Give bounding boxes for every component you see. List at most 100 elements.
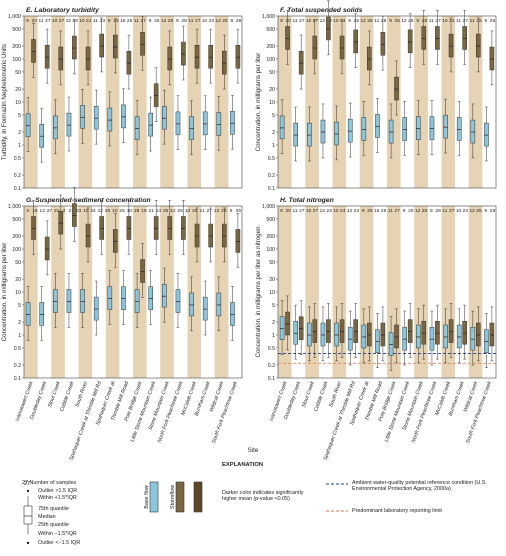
sample-count: 13: [320, 18, 326, 24]
site-band: [214, 16, 229, 188]
site-band: [160, 206, 174, 378]
site-label: South Fork Peachtree Creek: [211, 380, 239, 444]
stormflow-box: [475, 322, 481, 347]
baseflow-box: [25, 302, 31, 326]
stormflow-box: [181, 216, 186, 240]
y-tick-label: 0.1: [14, 376, 21, 382]
stormflow-box: [112, 34, 118, 59]
sample-count: 11: [388, 208, 393, 214]
sample-count: 25: [163, 208, 169, 214]
sample-count: 24: [340, 18, 346, 24]
sample-count: 23: [76, 208, 82, 214]
baseflow-box: [162, 283, 167, 308]
y-tick-label: 5: [18, 113, 21, 119]
stormflow-box: [194, 223, 200, 248]
legend-reference-note: Ambient water-quality potential referenc…: [352, 480, 487, 493]
stormflow-box: [153, 83, 159, 107]
baseflow-box: [375, 114, 380, 138]
baseflow-box: [80, 105, 85, 129]
legend-limit-note: Predominant laboratory reporting limit: [352, 508, 442, 514]
legend-darker-note: Darker color indicates significantly hig…: [222, 490, 304, 503]
y-tick-label: 10: [269, 290, 275, 296]
stormflow-box: [366, 46, 372, 71]
stormflow-box: [99, 216, 104, 240]
stormflow-box: [435, 320, 440, 345]
baseflow-box: [347, 118, 353, 143]
sample-count: 27: [299, 208, 305, 214]
sample-count: 10: [442, 18, 448, 24]
y-tick-label: 0.2: [268, 363, 275, 369]
stormflow-box: [421, 320, 427, 345]
stormflow-box: [380, 32, 386, 56]
sample-count: 25: [395, 18, 401, 24]
sample-count: 27: [59, 18, 65, 24]
stormflow-box: [194, 44, 200, 69]
sample-count: 24: [90, 208, 96, 214]
sample-count: 11: [429, 18, 434, 24]
sample-count: 27: [207, 208, 213, 214]
y-tick-label: 0.1: [268, 376, 275, 382]
x-axis-label: Site: [248, 447, 259, 454]
site-band: [441, 16, 456, 188]
legend-darker-swatch: [193, 481, 203, 513]
y-tick-label: 0.5: [14, 346, 21, 352]
sample-count: 10: [83, 208, 89, 214]
baseflow-box: [334, 322, 339, 347]
sample-count: 28: [236, 18, 242, 24]
stormflow-box: [366, 322, 372, 347]
site-band: [78, 206, 93, 378]
baseflow-box: [25, 113, 31, 137]
sample-count: 27: [435, 18, 441, 24]
sample-count: 25: [192, 208, 198, 214]
sample-count: 13: [320, 208, 326, 214]
sample-count: 28: [490, 18, 496, 24]
baseflow-box: [456, 324, 462, 349]
sample-count: 27: [449, 208, 455, 214]
y-tick-label: 100: [12, 57, 21, 63]
site-band: [414, 206, 428, 378]
y-tick-label: 0.5: [14, 156, 21, 162]
sample-count: 11: [200, 208, 205, 214]
baseflow-box: [402, 117, 408, 141]
sample-count: 12: [98, 208, 104, 214]
site-label: South River: [74, 380, 89, 408]
baseflow-box: [375, 329, 380, 353]
y-tick-label: 10: [269, 100, 275, 106]
baseflow-box: [484, 122, 489, 147]
sample-count: 25: [354, 18, 360, 24]
sample-count: 9: [176, 18, 179, 24]
stormflow-box: [489, 46, 495, 71]
baseflow-box: [402, 326, 408, 351]
sample-count: 10: [306, 208, 312, 214]
sample-count: 20: [32, 18, 38, 24]
baseflow-box: [470, 326, 476, 351]
sample-count: 18: [32, 208, 38, 214]
baseflow-box: [39, 123, 45, 148]
sample-count: 11: [293, 18, 298, 24]
sample-count: 23: [463, 208, 469, 214]
y-tick-label: 0.1: [14, 186, 21, 192]
y-tick-label: 1,000: [262, 204, 275, 210]
y-tick-label: 100: [266, 57, 275, 63]
sample-count: 16: [120, 18, 126, 24]
legend-stormflow-label: Stormflow: [170, 485, 176, 509]
sample-count: 28: [134, 208, 140, 214]
sample-count: 11: [374, 18, 379, 24]
panel-title: E. Laboratory turbidity: [26, 7, 100, 14]
sample-count: 25: [119, 208, 125, 214]
sample-count: 25: [367, 18, 373, 24]
sample-count: 21: [148, 208, 154, 214]
y-tick-label: 20: [15, 277, 21, 283]
y-tick-label: 0.2: [14, 363, 21, 369]
sample-count: 28: [476, 18, 482, 24]
sample-count: 23: [209, 18, 215, 24]
sample-count: 9: [230, 208, 233, 214]
sample-count: 11: [39, 18, 44, 24]
site-band: [133, 206, 147, 378]
sample-count: 9: [26, 18, 29, 24]
y-tick-label: 0.1: [268, 186, 275, 192]
sample-count: 24: [340, 208, 346, 214]
site-band: [187, 206, 202, 378]
baseflow-box: [175, 289, 181, 313]
baseflow-box: [320, 322, 326, 347]
